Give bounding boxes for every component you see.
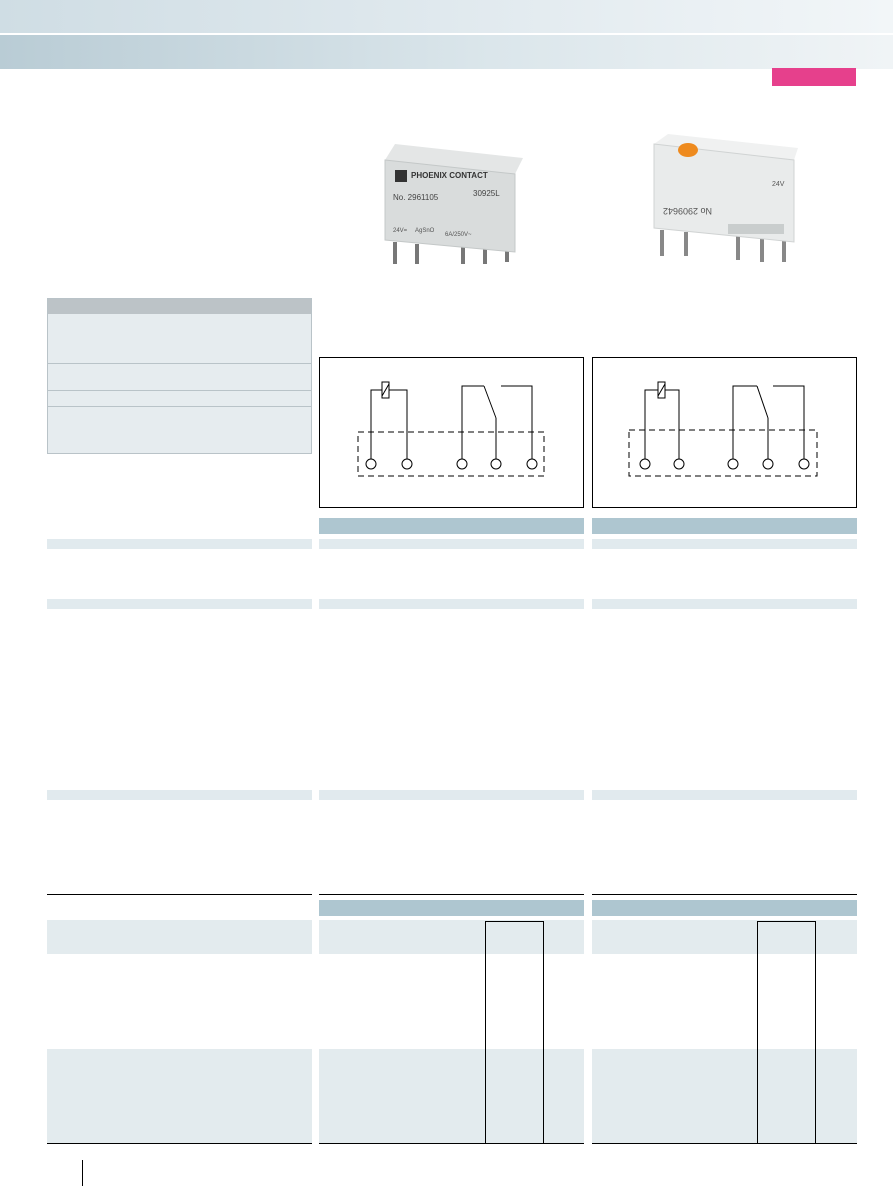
- header-top-band: [0, 0, 893, 33]
- footer-page-divider: [82, 1160, 83, 1186]
- photo2-coil-text: 24V: [772, 181, 785, 188]
- photo-article-text: No. 2961105: [393, 193, 439, 202]
- order-row-3-label: [47, 1049, 312, 1143]
- photo-coil-text: 24V=: [393, 228, 408, 234]
- order-table-top-rule-col2: [592, 894, 857, 895]
- order-row-1-col1: [319, 920, 584, 954]
- circuit-diagram-2: [592, 357, 857, 508]
- spec-table-header-col1: [319, 518, 584, 534]
- info-box-divider-3: [48, 406, 311, 407]
- section-tab-marker: [772, 68, 856, 86]
- info-box-divider-2: [48, 390, 311, 391]
- product-photo-relay-1: PHOENIX CONTACT No. 2961105 30925L 24V= …: [375, 130, 525, 270]
- product-photo-relay-2: 24V No 2909642: [648, 130, 800, 272]
- order-table-bottom-rule-label: [47, 1143, 312, 1144]
- spec-row-band-2-label: [47, 599, 312, 609]
- info-box-header: [48, 299, 311, 314]
- order-pack-column-box-2: [757, 921, 816, 1144]
- spec-row-band-1-col1: [319, 539, 584, 549]
- order-row-1-label: [47, 920, 312, 954]
- spec-row-band-3-col2: [592, 790, 857, 800]
- order-table-header-col1: [319, 900, 584, 916]
- spec-row-band-3-label: [47, 790, 312, 800]
- order-table-top-rule-col1: [319, 894, 584, 895]
- order-table-header-col2: [592, 900, 857, 916]
- photo-contact-text: AgSnO: [415, 228, 435, 234]
- order-pack-column-box-1: [485, 921, 544, 1144]
- header-title-band: [0, 35, 893, 69]
- spec-row-band-1-label: [47, 539, 312, 549]
- spec-table-header-col2: [592, 518, 857, 534]
- order-table-bottom-rule-col2: [592, 1143, 857, 1144]
- order-table-top-rule-label: [47, 894, 312, 895]
- info-box: [47, 298, 312, 454]
- photo2-article-text: No 2909642: [663, 206, 712, 216]
- spec-row-band-3-col1: [319, 790, 584, 800]
- photo-code-text: 30925L: [473, 189, 500, 198]
- circuit-diagram-1: [319, 357, 584, 508]
- order-row-1-col2: [592, 920, 857, 954]
- photo-load-text: 6A/250V~: [445, 232, 472, 238]
- order-row-3-col2: [592, 1049, 857, 1143]
- spec-row-band-2-col1: [319, 599, 584, 609]
- order-row-3-col1: [319, 1049, 584, 1143]
- spec-row-band-1-col2: [592, 539, 857, 549]
- spec-row-band-2-col2: [592, 599, 857, 609]
- order-table-bottom-rule-col1: [319, 1143, 584, 1144]
- photo-brand-text: PHOENIX CONTACT: [411, 171, 488, 180]
- info-box-divider-1: [48, 363, 311, 364]
